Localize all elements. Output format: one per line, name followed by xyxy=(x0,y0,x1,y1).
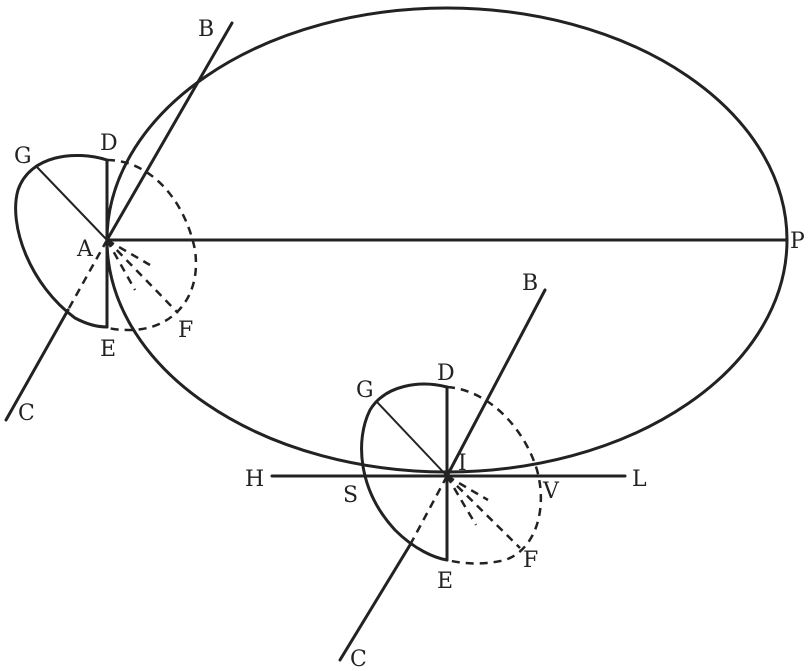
line-GA-top xyxy=(35,165,108,241)
label-B-top: B xyxy=(198,17,214,42)
axis-line-top-lower xyxy=(4,308,70,422)
axis-line-top xyxy=(105,21,234,242)
label-C-bottom: C xyxy=(350,647,367,671)
label-F-bottom: F xyxy=(523,548,538,573)
axis-line-bottom xyxy=(445,288,547,478)
dashed-half-ellipse-bottom xyxy=(446,385,543,565)
label-C-top: C xyxy=(18,401,35,426)
axis-line-bottom-lower xyxy=(338,543,412,662)
label-S: S xyxy=(343,483,358,508)
label-A: A xyxy=(76,237,94,262)
label-D-bottom: D xyxy=(437,361,455,386)
label-G-top: G xyxy=(14,144,32,169)
solid-half-ellipse-bottom xyxy=(360,382,449,562)
label-V: V xyxy=(542,479,560,504)
label-G-bottom: G xyxy=(356,378,374,403)
label-P: P xyxy=(790,229,805,254)
dashed-I-inner-bottom xyxy=(446,474,489,502)
label-E-top: E xyxy=(100,337,116,362)
dashed-A-inner2-top xyxy=(105,239,137,291)
dashed-half-ellipse-top xyxy=(106,158,198,332)
label-L: L xyxy=(632,467,647,492)
label-I: I xyxy=(458,451,467,476)
dashed-I-inner2-bottom xyxy=(445,475,478,526)
label-H: H xyxy=(245,467,264,492)
dashed-AF-top xyxy=(106,239,179,314)
dashed-IF-bottom xyxy=(446,475,521,549)
label-E-bottom: E xyxy=(437,569,453,594)
label-D-top: D xyxy=(100,131,118,156)
line-GI-bottom xyxy=(376,401,448,477)
label-F-top: F xyxy=(178,318,193,343)
solid-half-ellipse-top xyxy=(14,153,109,329)
axis-line-bottom-dashed xyxy=(408,475,449,546)
label-B-bottom: B xyxy=(522,271,538,296)
